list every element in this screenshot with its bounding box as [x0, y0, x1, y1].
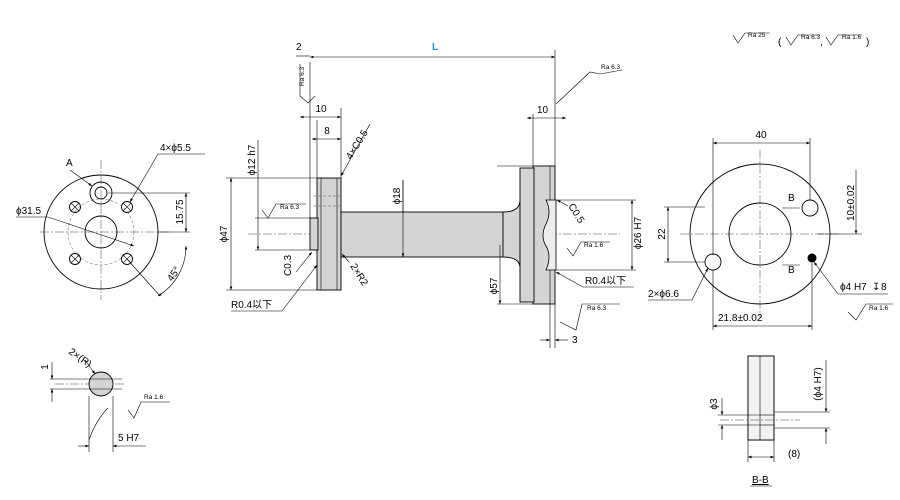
front-dim-10-left: 10	[315, 104, 327, 115]
front-chamfer-4: 4×C0.5	[344, 128, 371, 162]
front-dim-10-right: 10	[537, 105, 549, 116]
roughness-header-alt1: Ra 6.3	[801, 34, 821, 41]
detail-pin	[88, 371, 114, 397]
section-pin-ref: (ϕ4 H7)	[813, 367, 824, 400]
right-label-b-top: B	[788, 193, 795, 204]
front-chamfer-right: C0.5	[565, 202, 586, 226]
right-end-view: 40 B B 22 10±0.02 2×ϕ6.6 ϕ4 H7 ↧ 8 Ra 1.…	[648, 130, 893, 330]
shaft-fillet	[502, 199, 521, 269]
left-offset-dim: 15.75	[175, 199, 186, 224]
small-shaft-stub	[309, 217, 319, 251]
right-pin-depth-symbol: ↧	[872, 282, 880, 293]
right-holes-label: 2×ϕ6.6	[648, 289, 679, 300]
detail-width: 5 H7	[118, 433, 140, 444]
front-corner-left: R0.4以下	[231, 300, 272, 311]
right-rough-pin: Ra 1.6	[869, 305, 889, 312]
front-dim-L: L	[432, 42, 438, 53]
right-width-dim: 40	[755, 130, 767, 141]
front-rough-left-face: Ra 6.3	[299, 66, 306, 86]
front-radius-2: 2×R2	[347, 262, 369, 289]
right-pin-depth: 8	[881, 282, 887, 293]
right-tol-vertical: 10±0.02	[846, 185, 857, 222]
right-pin-hole	[807, 253, 817, 263]
left-bolt-holes	[69, 201, 133, 265]
roughness-header-main: Ra 25	[748, 32, 766, 39]
front-shaft-dia: ϕ18	[392, 187, 403, 204]
front-rough-small-flange: Ra 6.3	[280, 204, 300, 211]
main-shaft	[340, 211, 504, 258]
right-bore	[728, 202, 792, 266]
left-holes-label: 4×ϕ5.5	[160, 143, 191, 154]
left-pcd-label: ϕ31.5	[16, 206, 42, 217]
front-bore-fit: ϕ26 H7	[633, 216, 644, 249]
left-label-a: A	[66, 158, 73, 169]
roughness-header-sep: ,	[820, 37, 823, 48]
front-chamfer-small: C0.3	[283, 254, 294, 276]
front-corner-right: R0.4以下	[585, 276, 626, 287]
section-dim-3: ϕ3	[709, 398, 720, 410]
front-dim-8: 8	[324, 126, 330, 137]
roughness-header: Ra 25 ( Ra 6.3 , Ra 1.6 )	[732, 32, 869, 48]
large-bore-break	[542, 199, 557, 271]
right-tol-horizontal: 21.8±0.02	[718, 313, 763, 324]
right-pin-label: ϕ4 H7	[840, 282, 867, 293]
front-dim-2: 2	[296, 42, 302, 53]
front-view: 2 L 10 8 4×C0.5 10 ϕ12 h7 ϕ47 Ra 6.3	[219, 42, 644, 348]
front-rough-large-bore: Ra 1.6	[584, 242, 604, 249]
left-shaft-bore	[84, 215, 118, 249]
front-flange-dia: ϕ47	[219, 225, 230, 242]
front-rough-right-face: Ra 6.3	[601, 64, 621, 71]
small-flange	[316, 177, 342, 291]
section-view: ϕ3 (ϕ4 H7) (8) B-B	[709, 355, 830, 487]
left-angle-dim: 45°	[165, 265, 183, 284]
detail-dim-1: 1	[40, 364, 51, 370]
detail-view: 1 2×(R) Ra 1.6 5 H7	[40, 346, 170, 452]
section-dim-8: (8)	[788, 449, 800, 460]
section-label: B-B	[752, 475, 769, 486]
detail-rough: Ra 1.6	[144, 394, 164, 401]
front-dim-3: 3	[572, 335, 578, 346]
front-shaft-fit: ϕ12 h7	[247, 144, 258, 175]
right-hole-top	[801, 199, 819, 217]
left-end-view: A 4×ϕ5.5 ϕ31.5 15.75 45°	[16, 143, 205, 300]
large-flange-hub	[519, 167, 535, 303]
left-top-hole	[94, 186, 108, 200]
roughness-header-alt2: Ra 1.6	[842, 34, 862, 41]
right-dim-22: 22	[657, 228, 668, 240]
roughness-header-open: (	[778, 37, 782, 48]
front-rough-large-face: Ra 6.3	[587, 305, 607, 312]
roughness-header-close: )	[866, 37, 869, 48]
front-flange-big: ϕ57	[489, 277, 500, 294]
right-label-b-bottom: B	[788, 265, 795, 276]
right-hole-bottom	[704, 253, 722, 271]
